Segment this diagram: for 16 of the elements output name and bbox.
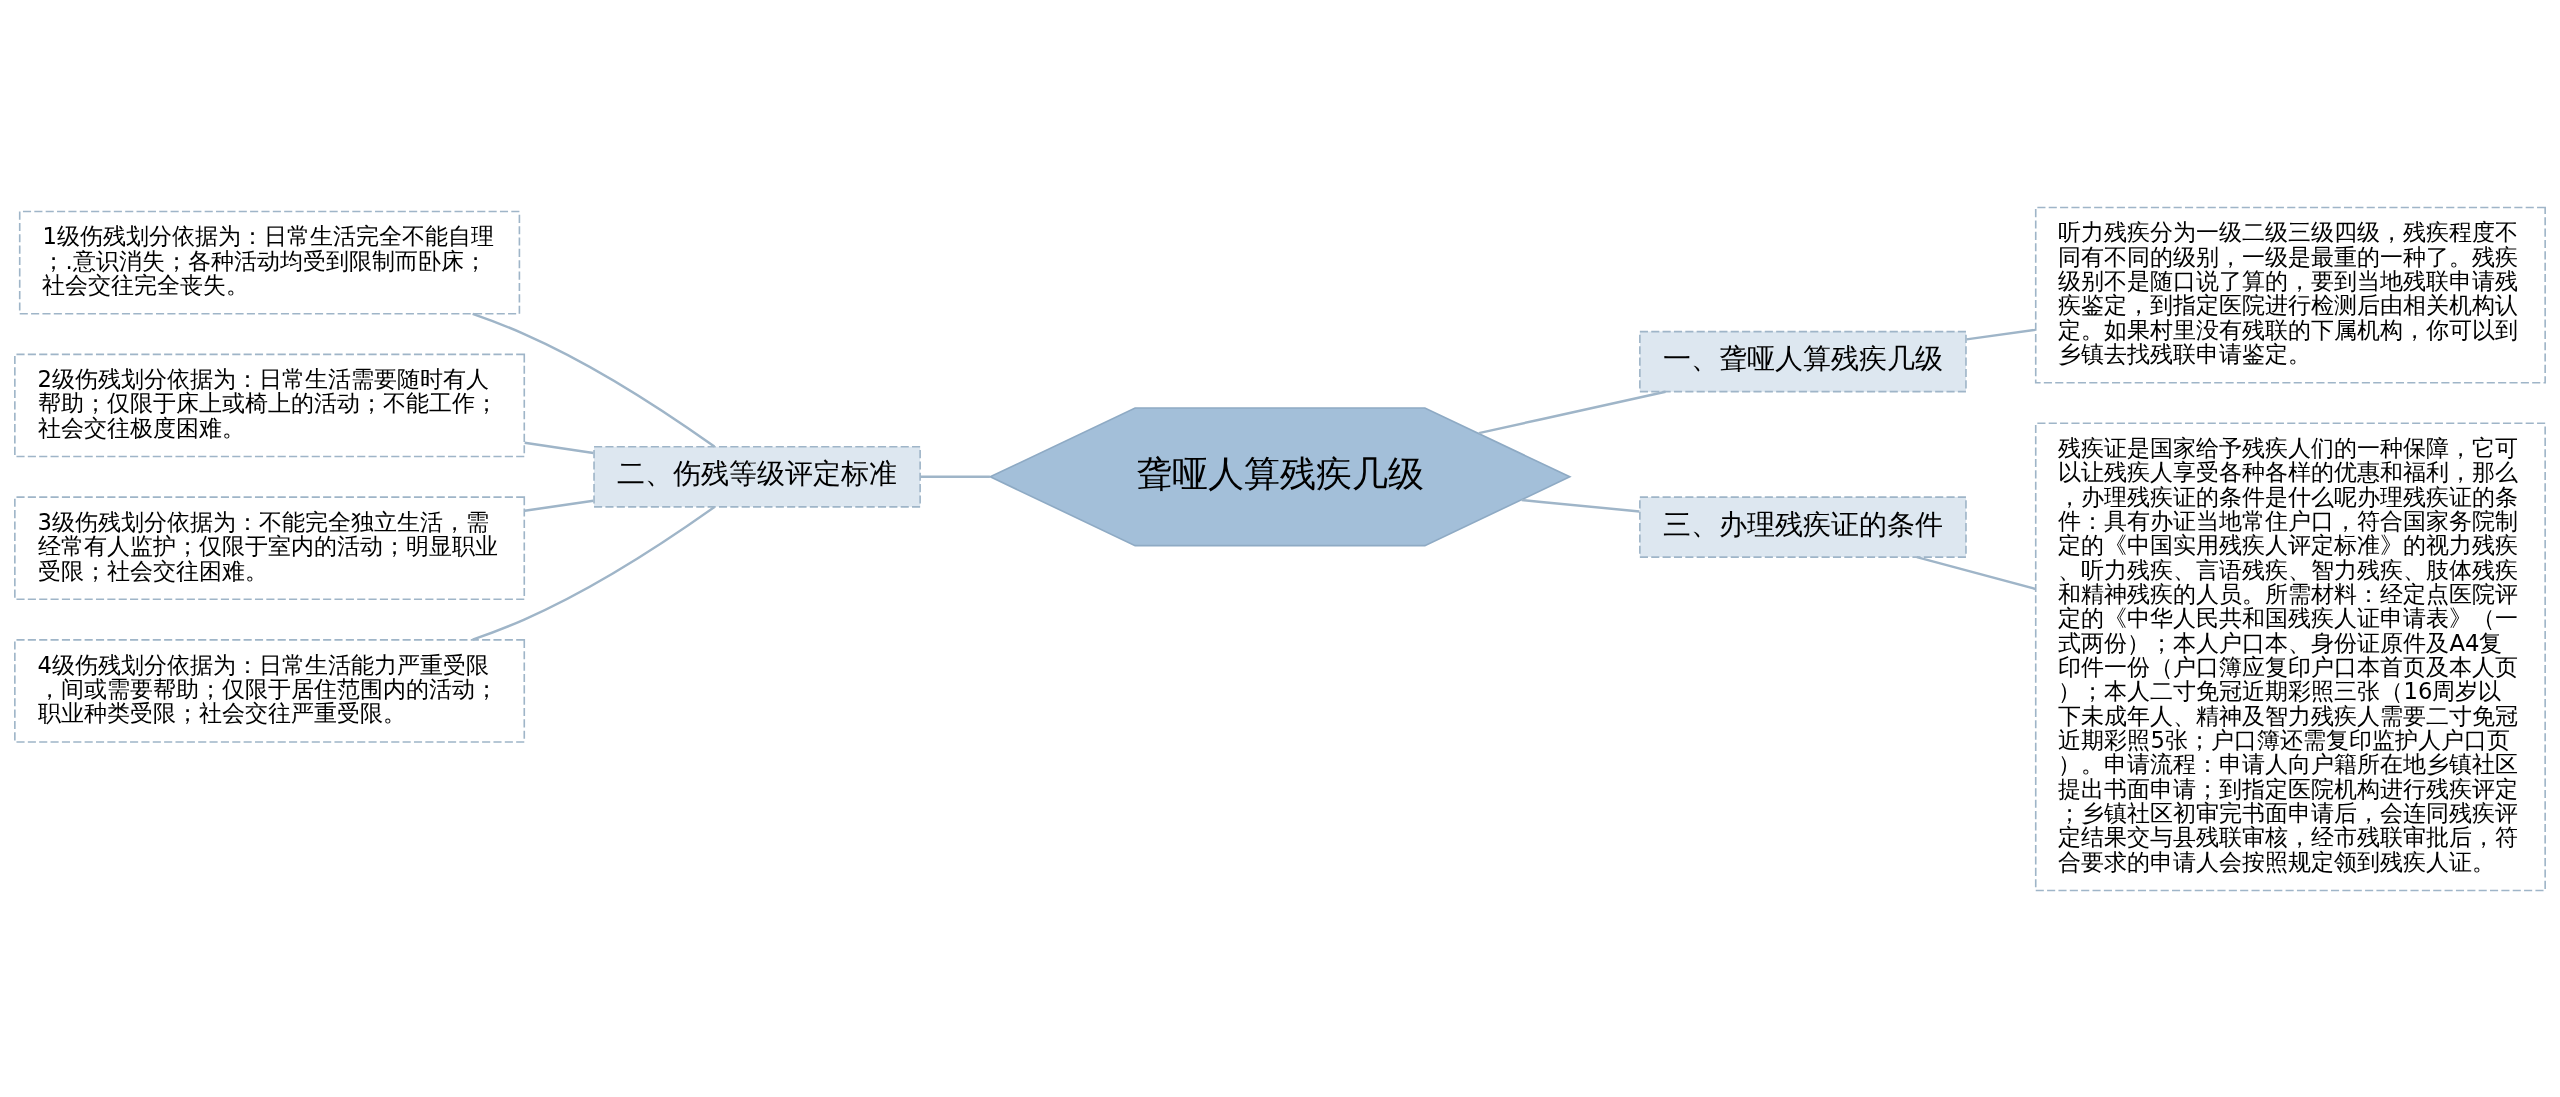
connector [524, 441, 594, 454]
node-box: 二、伤残等级评定标准 [593, 445, 921, 508]
connector [524, 499, 594, 512]
node-box: 2级伤残划分依据为：日常生活需要随时有人帮助；仅限于床上或椅上的活动；不能工作；社会交往极度困难。 [14, 353, 526, 457]
node-box: 4级伤残划分依据为：日常生活能力严重受限，间或需要帮助；仅限于居住范围内的活动；职业种类受限；社会交往严重受限。 [14, 638, 526, 743]
node-box: 三、办理残疾证的条件 [1639, 495, 1967, 558]
node-box: 听力残疾分为一级二级三级四级，残疾程度不同有不同的级别，一级是最重的一种了。残疾级别不是随口说了算的，要到当地残联申请残疾鉴定，到指定医院进行检测后由相关机构认定。如果村里没有残联的下属机构，你可以到乡镇去找残联申请鉴定。 [2034, 206, 2546, 383]
connector [1966, 328, 2036, 341]
node-box: 1级伤残划分依据为：日常生活完全不能自理；.意识消失；各种活动均受到限制而卧床；社会交往完全丧失。 [18, 210, 521, 315]
connector [1916, 555, 2036, 590]
connector [920, 475, 990, 478]
node-box: 一、聋哑人算残疾几级 [1639, 330, 1967, 392]
node-box: 残疾证是国家给予残疾人们的一种保障，它可以让残疾人享受各种各样的优惠和福利，那么，办理残疾证的条件是什么呢办理残疾证的条件：具有办证当地常住户口，符合国家务院制定的《中国实用残疾人评定标准》的视力残疾、听力残疾、言语残疾、智力残疾、肢体残疾和精神残疾的人员。所需材料：经定点医院评定的《中华人民共和国残疾人证申请表》（一式两份）；本人户口本、身份证原件及A4复印件一份（户口簿应复印户口本首页及本人页）；本人二寸免冠近期彩照三张（16周岁以下未成年人、精神及智力残疾人需要二寸免冠近期彩照5张；户口簿还需复印监护人户口页）。申请流程：申请人向户籍所在地乡镇社区提出书面申请；到指定医院机构进行残疾评定；乡镇社区初审完书面申请后，会连同残疾评定结果交与县残联审核，经市残联审批后，符合要求的申请人会按照规定领到残疾人证。 [2034, 421, 2546, 891]
connector [1521, 498, 1640, 513]
node-box: 3级伤残划分依据为：不能完全独立生活，需经常有人监护；仅限于室内的活动；明显职业受限；社会交往困难。 [14, 495, 526, 600]
connector [1478, 390, 1666, 434]
